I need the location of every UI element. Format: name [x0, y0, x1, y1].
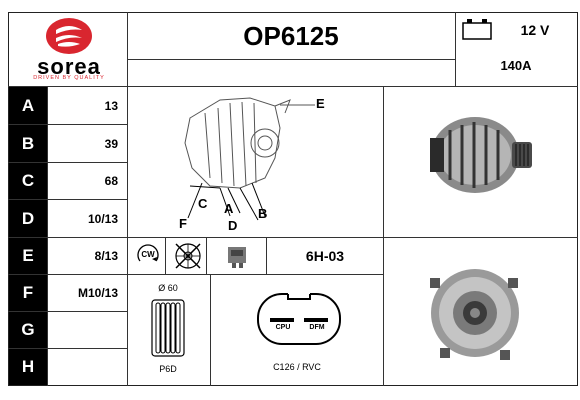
pulley-type: P6D [159, 364, 177, 374]
row-letter-e: E [9, 238, 47, 274]
divider [127, 59, 455, 60]
divider [127, 12, 128, 386]
row-letter-a: A [9, 87, 47, 124]
divider [8, 237, 383, 238]
divider [266, 237, 267, 274]
alternator-dimension-diagram [184, 97, 315, 221]
row-letter-h: H [9, 349, 47, 385]
divider [8, 274, 383, 275]
row-value-d: 10/13 [87, 211, 118, 226]
amperage-value: 140A [500, 58, 532, 73]
dim-label-c: C [198, 196, 208, 211]
row-value-a: 13 [104, 98, 118, 113]
dim-label-f: F [179, 216, 187, 231]
dim-label-b: B [258, 206, 268, 221]
row-letter-b: B [9, 125, 47, 162]
brand-tagline: DRIVEN BY QUALITY [33, 75, 105, 81]
sorea-emblem-icon [46, 18, 92, 54]
row-letter-d: D [9, 200, 47, 237]
row-value-b: 39 [104, 136, 118, 151]
divider [383, 86, 384, 386]
battery-icon [462, 19, 492, 40]
connector-icon [257, 291, 341, 345]
row-value-g [48, 312, 122, 348]
regulator-icon [228, 247, 246, 268]
brand-logo: sorea DRIVEN BY QUALITY [20, 16, 118, 82]
row-value-e: 8/13 [94, 249, 118, 263]
divider [383, 237, 578, 238]
connector-code: C126 / RVC [273, 362, 321, 372]
divider [165, 237, 166, 274]
row-letter-g: G [9, 312, 47, 348]
alternator-front-photo [430, 269, 519, 360]
part-number: OP6125 [243, 20, 339, 51]
row-letter-c: C [9, 163, 47, 199]
voltage-value: 12 V [520, 22, 550, 38]
brand-name: sorea [37, 54, 101, 79]
pulley-diameter: Ø 60 [158, 283, 178, 293]
divider [8, 311, 127, 312]
divider [210, 274, 211, 386]
divider [47, 86, 48, 386]
row-value-h [48, 349, 122, 385]
connector-pin-cpu: CPU [275, 324, 291, 331]
row-value-c: 68 [104, 174, 118, 188]
rotation-label: CW [141, 250, 155, 259]
divider [206, 237, 207, 274]
fan-cross-icon [175, 243, 201, 269]
divider [8, 348, 127, 349]
dim-label-e: E [316, 96, 325, 111]
divider [8, 199, 127, 200]
divider [455, 12, 456, 86]
connector-pin-dfm: DFM [309, 324, 325, 331]
divider [8, 86, 578, 87]
divider [8, 162, 127, 163]
row-letter-f: F [9, 275, 47, 311]
dim-label-d: D [228, 218, 238, 233]
rotation-direction-icon [137, 244, 159, 262]
divider [8, 124, 127, 125]
alternator-side-photo [430, 117, 532, 193]
row-value-f: M10/13 [77, 286, 118, 300]
regulator-code: 6H-03 [305, 248, 345, 264]
dim-label-a: A [224, 201, 234, 216]
pulley-icon [151, 299, 185, 357]
